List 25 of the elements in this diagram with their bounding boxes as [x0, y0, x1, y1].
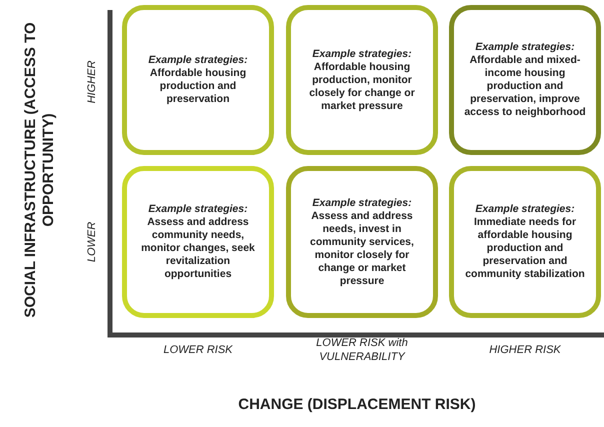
card-heading: Example strategies: [475, 203, 575, 216]
strategy-text: Assess and address needs, invest in community services, monitor closely for change or market pressure [309, 210, 415, 288]
axis-tick-label: HIGHER [85, 60, 99, 106]
axis-title: CHANGE (DISPLACEMENT RISK) [237, 396, 477, 414]
strategy-card [449, 166, 601, 318]
strategy-text: Affordable housing production, monitor closely for change or market pressure [308, 60, 416, 112]
strategy-text: Affordable housing production and preservation [148, 67, 248, 106]
card-heading: Example strategies: [148, 203, 248, 216]
axis-tick-label: LOWER RISK with VULNERABILITY [315, 336, 409, 364]
strategy-card [122, 5, 274, 155]
strategy-card [286, 166, 438, 318]
strategy-text: Immediate needs for affordable housing production and preservation and community stabilization [464, 216, 586, 281]
axis-tick-label: HIGHER RISK [488, 343, 562, 357]
card-heading: Example strategies: [312, 196, 412, 210]
strategy-card [122, 166, 274, 318]
card-heading: Example strategies: [148, 54, 248, 67]
strategy-text: Assess and address community needs, monitor changes, seek revitalization opportunities [140, 216, 256, 281]
axis-tick-label: LOWER [85, 220, 99, 264]
strategy-card [286, 5, 438, 155]
card-heading: Example strategies: [312, 48, 412, 60]
strategy-text: Affordable and mixed-income housing production and preservation, improve access to neighborhood [463, 54, 587, 119]
card-heading: Example strategies: [475, 41, 575, 54]
axis-title: SOCIAL INFRASTRUCTURE (ACCESS TO OPPORTUNITY) [22, 21, 58, 320]
strategy-card [449, 5, 601, 155]
axis-tick-label: LOWER RISK [162, 343, 234, 357]
